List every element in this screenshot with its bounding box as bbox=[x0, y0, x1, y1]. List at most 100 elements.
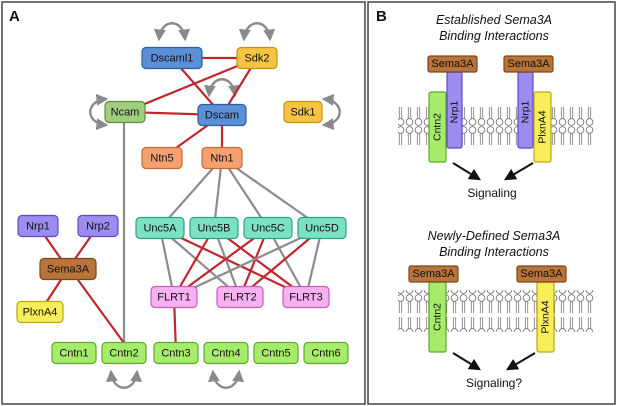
node-label-ntn1: Ntn1 bbox=[210, 153, 233, 165]
edge-ntn1-unc5b bbox=[212, 157, 224, 229]
node-box-nrp2 bbox=[77, 214, 119, 238]
edge-unc5b-flrt3 bbox=[213, 227, 307, 298]
node-dscaml1: Dscaml1 bbox=[141, 46, 203, 70]
node-unc5d: Unc5D bbox=[297, 216, 347, 240]
node-label-nrp2: Nrp2 bbox=[86, 221, 110, 233]
panel-b-letter: B bbox=[376, 8, 387, 25]
self-loop-sdk2 bbox=[238, 22, 276, 42]
node-box-dscaml1 bbox=[141, 46, 203, 70]
node-label-unc5a: Unc5A bbox=[143, 223, 177, 235]
node-ncam: Ncam bbox=[104, 100, 146, 124]
established-title-line2: Binding Interactions bbox=[439, 29, 549, 43]
sema3a-label-right: Sema3A bbox=[507, 58, 550, 70]
edge-ntn1-unc5a bbox=[159, 157, 223, 229]
self-loop-dscam bbox=[203, 78, 241, 98]
edge-unc5d-flrt1 bbox=[173, 227, 323, 298]
node-label-unc5b: Unc5B bbox=[197, 223, 230, 235]
self-loop-dscaml1 bbox=[153, 22, 191, 42]
newly-defined-title-line2: Binding Interactions bbox=[439, 245, 549, 259]
node-sema3a: Sema3A bbox=[39, 257, 97, 281]
node-ntn1: Ntn1 bbox=[201, 146, 243, 170]
sema3a-label-right: Sema3A bbox=[520, 268, 563, 280]
node-box-flrt3 bbox=[282, 285, 330, 309]
node-unc5a: Unc5A bbox=[135, 216, 185, 240]
node-label-cntn6: Cntn6 bbox=[311, 348, 340, 360]
edge-unc5b-flrt2 bbox=[212, 227, 242, 298]
node-box-cntn3 bbox=[153, 341, 199, 365]
node-flrt3: FLRT3 bbox=[282, 285, 330, 309]
node-box-unc5c bbox=[243, 216, 293, 240]
node-cntn5: Cntn5 bbox=[253, 341, 299, 365]
node-box-flrt2 bbox=[216, 285, 264, 309]
node-label-dscaml1: Dscaml1 bbox=[151, 53, 194, 65]
established-title-line1: Established Sema3A bbox=[436, 13, 552, 27]
cntn2-label: Cntn2 bbox=[432, 303, 444, 331]
node-box-sdk2 bbox=[236, 46, 278, 70]
newly-defined-title-line1: Newly-Defined Sema3A bbox=[428, 229, 561, 243]
node-unc5c: Unc5C bbox=[243, 216, 293, 240]
nrp1-label-left: Nrp1 bbox=[449, 100, 461, 123]
node-box-unc5d bbox=[297, 216, 347, 240]
node-flrt2: FLRT2 bbox=[216, 285, 264, 309]
edge-unc5c-flrt3 bbox=[267, 227, 307, 298]
edge-ntn1-unc5c bbox=[221, 157, 269, 229]
node-box-cntn2 bbox=[101, 341, 147, 365]
node-box-plxna4 bbox=[16, 300, 64, 324]
node-label-plxna4: PlxnA4 bbox=[23, 307, 58, 319]
plxna4-receptor bbox=[533, 91, 552, 163]
cntn2-label: Cntn2 bbox=[432, 113, 444, 141]
plxna4-label: PlxnA4 bbox=[537, 110, 549, 143]
panel-b-frame bbox=[367, 1, 616, 405]
node-box-cntn5 bbox=[253, 341, 299, 365]
signal-arrow-left bbox=[452, 162, 482, 181]
node-label-cntn3: Cntn3 bbox=[161, 348, 190, 360]
node-box-dscam bbox=[197, 103, 247, 127]
node-label-dscam: Dscam bbox=[205, 110, 239, 122]
node-box-sdk1 bbox=[283, 100, 323, 124]
signal-arrow-left bbox=[452, 352, 482, 371]
node-box-nrp1 bbox=[17, 214, 59, 238]
node-label-unc5c: Unc5C bbox=[251, 223, 285, 235]
node-box-ntn1 bbox=[201, 146, 243, 170]
node-sdk2: Sdk2 bbox=[236, 46, 278, 70]
signal-arrow-right bbox=[505, 352, 536, 371]
node-box-unc5a bbox=[135, 216, 185, 240]
node-label-cntn2: Cntn2 bbox=[109, 348, 138, 360]
newly-defined-interactions: Newly-Defined Sema3A Binding Interaction… bbox=[398, 229, 594, 390]
node-box-sema3a bbox=[39, 257, 97, 281]
sema3a-label-left: Sema3A bbox=[431, 58, 474, 70]
edge-unc5a-flrt1 bbox=[158, 227, 176, 298]
edge-unc5a-flrt3 bbox=[159, 227, 307, 298]
edge-unc5c-flrt2 bbox=[238, 227, 270, 298]
sema3a-ligand-left bbox=[427, 55, 478, 73]
node-label-cntn5: Cntn5 bbox=[261, 348, 290, 360]
node-nrp1: Nrp1 bbox=[17, 214, 59, 238]
self-loop-group bbox=[89, 22, 341, 389]
node-nrp2: Nrp2 bbox=[77, 214, 119, 238]
plxna4-label: PlxnA4 bbox=[540, 300, 552, 333]
sema3a-ligand-right bbox=[516, 265, 567, 283]
sema3a-ligand-left bbox=[408, 265, 459, 283]
node-label-sdk2: Sdk2 bbox=[244, 53, 269, 65]
node-unc5b: Unc5B bbox=[189, 216, 239, 240]
node-label-flrt3: FLRT3 bbox=[289, 292, 322, 304]
edge-sema3a-cntn2 bbox=[77, 279, 125, 344]
node-box-cntn4 bbox=[203, 341, 249, 365]
cntn2-receptor bbox=[428, 91, 447, 163]
membrane bbox=[398, 107, 594, 149]
nrp1-label-right: Nrp1 bbox=[520, 100, 532, 123]
node-box-flrt1 bbox=[150, 285, 198, 309]
membrane bbox=[398, 290, 594, 332]
signaling-question-label: Signaling? bbox=[466, 376, 522, 390]
node-label-flrt1: FLRT1 bbox=[157, 292, 190, 304]
node-label-unc5d: Unc5D bbox=[305, 223, 339, 235]
edge-sdk2-ncam bbox=[124, 56, 258, 114]
node-label-sdk1: Sdk1 bbox=[290, 107, 315, 119]
self-loop-ncam bbox=[89, 93, 109, 131]
node-label-cntn1: Cntn1 bbox=[59, 348, 88, 360]
node-sdk1: Sdk1 bbox=[283, 100, 323, 124]
node-cntn1: Cntn1 bbox=[51, 341, 97, 365]
